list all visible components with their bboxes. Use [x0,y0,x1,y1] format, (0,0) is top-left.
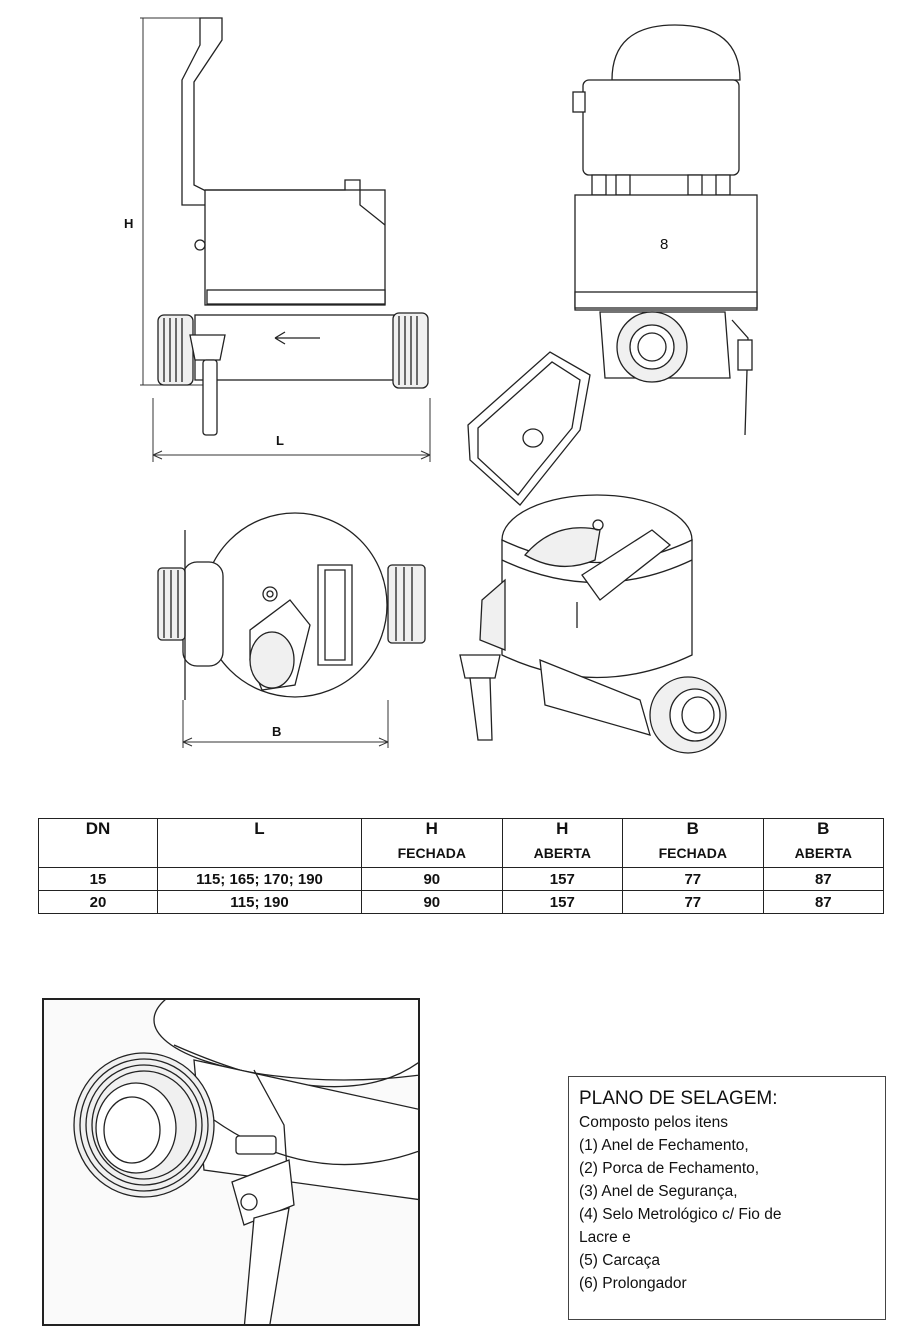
seal-closeup-illustration [42,998,420,1326]
isometric-view-drawing [459,351,727,754]
legend-line: (1) Anel de Fechamento, [579,1137,749,1154]
dimension-b-label: B [272,724,282,739]
table-cell: 90 [361,890,503,914]
legend-line: Lacre e [579,1229,631,1246]
header-dn: DN [38,818,158,868]
table-cell: 115; 190 [157,890,362,914]
legend-line: (4) Selo Metrológico c/ Fio de [579,1206,782,1223]
table-cell: 15 [38,867,158,891]
table-row: 15 115; 165; 170; 190 90 157 77 87 [38,867,885,891]
header-l: L [157,818,362,868]
dimension-h-label: H [124,216,134,231]
table-cell: 157 [501,890,623,914]
legend-title: PLANO DE SELAGEM: [579,1088,778,1109]
legend-line: Composto pelos itens [579,1114,729,1131]
table-row: 20 115; 190 90 157 77 87 [38,890,885,914]
front-view-drawing [140,17,431,462]
table-cell: 77 [621,867,764,891]
table-cell: 115; 165; 170; 190 [157,867,362,891]
legend-line: (3) Anel de Segurança, [579,1183,738,1200]
legend-line: (5) Carcaça [579,1252,660,1269]
table-cell: 20 [38,890,158,914]
table-cell: 87 [762,890,885,914]
table-cell: 77 [621,890,764,914]
body-mark-label: 8 [660,236,669,253]
top-view-drawing [157,512,426,748]
table-cell: 157 [501,867,623,891]
dimension-l-label: L [276,433,284,448]
legend-line: (2) Porca de Fechamento, [579,1160,760,1177]
table-cell: 90 [361,867,503,891]
legend-line: (6) Prolongador [579,1275,687,1292]
side-view-drawing [572,24,758,436]
table-cell: 87 [762,867,885,891]
sealing-plan-legend: PLANO DE SELAGEM: Composto pelos itens (… [568,1076,886,1320]
